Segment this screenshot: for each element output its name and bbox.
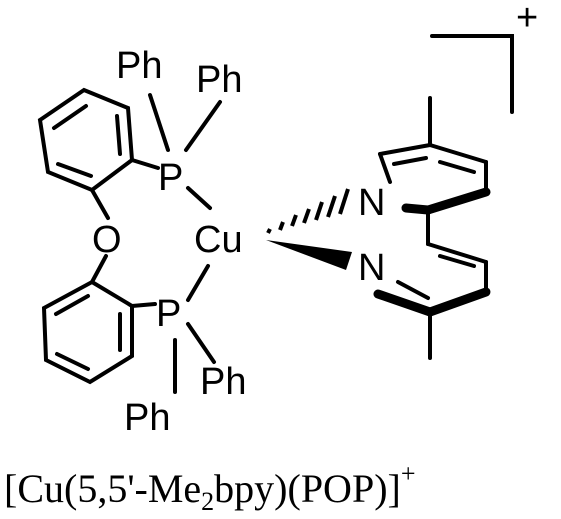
p-bottom-cu-bond	[186, 264, 210, 302]
lower-pyr-bond-1	[426, 242, 488, 264]
caption-middle: bpy)(POP)]	[214, 466, 401, 511]
p-top-ph-right-bond	[184, 100, 222, 152]
upper-phenyl-ring	[37, 87, 135, 193]
o-bond-upper	[90, 188, 110, 220]
lower-pyridine-ring	[373, 242, 491, 317]
p-top-ph-left-bond	[148, 93, 170, 152]
p-top-label: P	[158, 157, 183, 199]
p-bottom-ph-right-bond	[186, 322, 216, 364]
cu-n-top-hashed-bond	[266, 188, 350, 234]
caption-subscript: 2	[201, 487, 214, 516]
lower-pyr-bond-3	[396, 280, 430, 300]
lower-ring-double-bond-2	[54, 294, 90, 316]
lower-pyr-inner-1	[438, 254, 476, 268]
ph-top-left-label: Ph	[116, 45, 162, 87]
upper-pyridine-ring	[378, 143, 491, 215]
n-bottom-label: N	[358, 247, 385, 289]
p-bottom-ring-bond	[130, 302, 157, 308]
upper-ring-double-bond-3	[56, 162, 93, 178]
ph-bottom-left-label: Ph	[124, 397, 170, 439]
o-bond-lower	[90, 254, 108, 284]
p-bottom-label: P	[156, 293, 181, 335]
upper-pyr-inner-2	[438, 160, 476, 174]
ph-bottom-right-label: Ph	[200, 361, 246, 403]
lower-pyr-bold-1	[373, 289, 435, 317]
ph-top-right-label: Ph	[196, 59, 242, 101]
charge-label: +	[516, 0, 538, 39]
upper-pyr-bond-3	[428, 143, 488, 164]
upper-pyr-inner-1	[392, 156, 428, 166]
caption-superscript: +	[401, 459, 416, 488]
charge-bracket	[430, 34, 514, 114]
lower-pyr-bold-2	[425, 287, 491, 317]
caption-open: [Cu(5,5'-Me	[4, 466, 201, 511]
upper-ring-double-bond-1	[52, 104, 88, 130]
lower-ring-double-bond-3	[55, 352, 90, 371]
lower-phenyl-ring	[41, 279, 134, 385]
upper-pyr-bold-2	[423, 187, 491, 215]
p-top-ring-bond	[130, 158, 160, 170]
cu-n-bottom-wedge-bond	[266, 240, 352, 270]
cu-label: Cu	[194, 219, 243, 261]
p-top-cu-bond	[186, 186, 212, 210]
o-label: O	[92, 219, 122, 261]
n-top-label: N	[358, 182, 385, 224]
upper-pyr-bond-1	[378, 152, 392, 184]
complex-caption: [Cu(5,5'-Me2bpy)(POP)]+	[4, 459, 416, 516]
upper-ring-double-bond-2	[115, 114, 122, 156]
upper-pyr-bond-2	[378, 143, 432, 156]
